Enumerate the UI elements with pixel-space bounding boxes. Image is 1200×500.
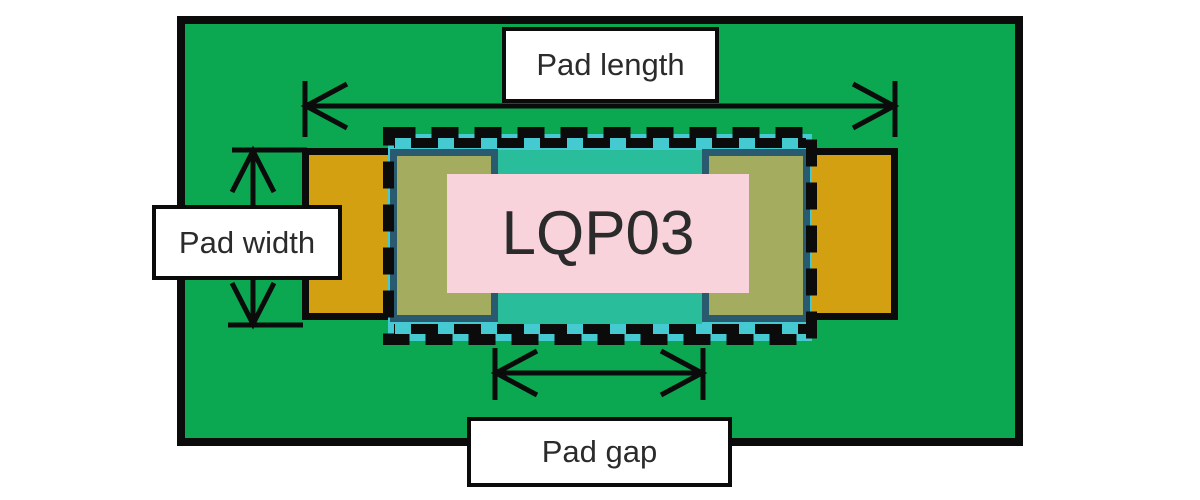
pad-length-label-box: Pad length xyxy=(502,27,719,103)
pad-gap-label: Pad gap xyxy=(541,434,658,469)
pad-length-label: Pad length xyxy=(536,47,685,82)
pad-width-label: Pad width xyxy=(178,224,316,260)
component-label: LQP03 xyxy=(501,198,695,268)
component-label-plate: LQP03 xyxy=(447,174,749,293)
pad-gap-label-box: Pad gap xyxy=(467,417,732,487)
pad-width-label-box: Pad width xyxy=(152,205,342,280)
